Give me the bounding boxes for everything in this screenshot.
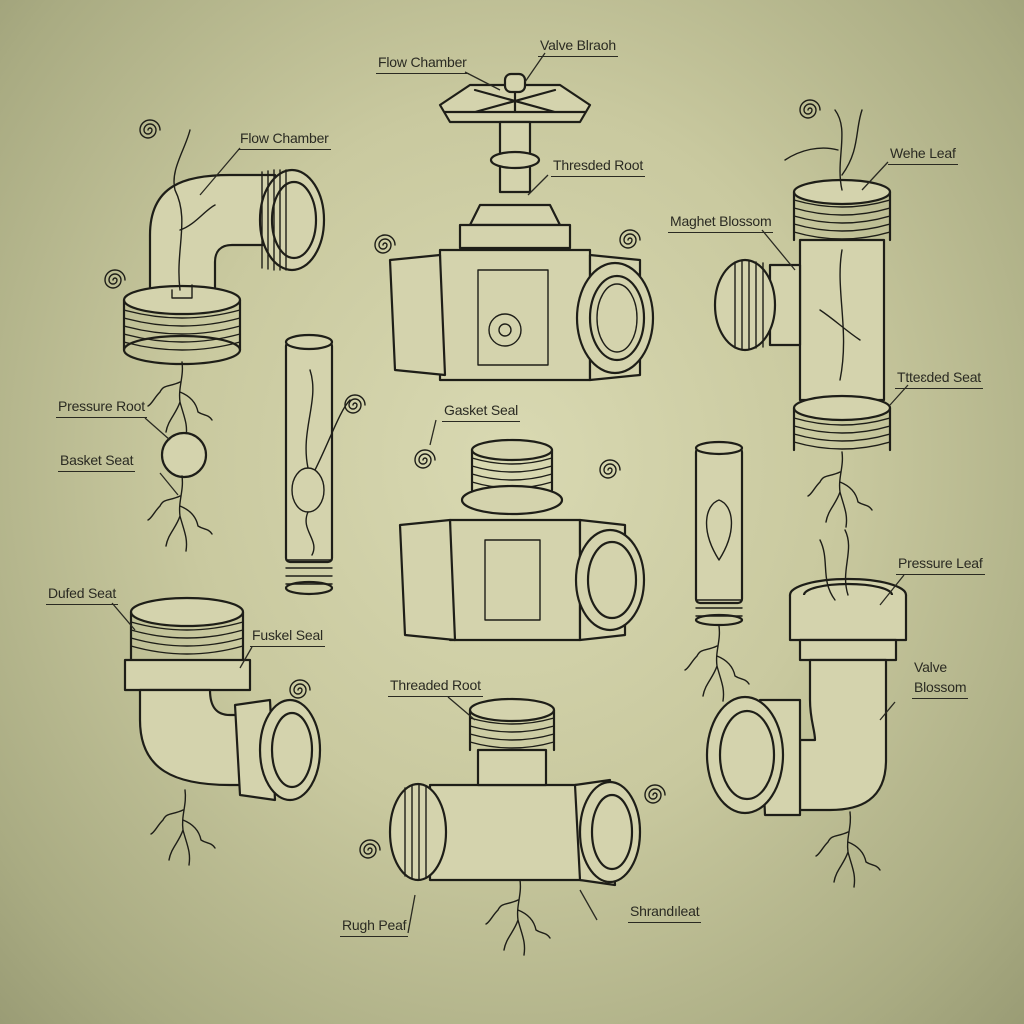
tee-top-right — [713, 99, 892, 528]
label-shrandleat: Shrandıleat — [628, 903, 702, 923]
label-pressure-root: Pressure Root — [56, 398, 147, 418]
label-flow-chamber-left: Flow Chamber — [238, 130, 331, 150]
label-valve-blossom-line1: Valve — [914, 659, 947, 675]
label-wehe-leaf: Wehe Leaf — [888, 145, 958, 165]
tee-bottom-center — [359, 697, 666, 956]
elbow-bottom-right — [705, 529, 908, 888]
label-gasket-seal: Gasket Seal — [442, 402, 521, 422]
tube-right — [684, 440, 750, 702]
union-center — [398, 438, 646, 642]
label-basket-seat: Basket Seat — [58, 452, 136, 472]
label-maghet-blossom: Maghet Blossom — [668, 213, 774, 233]
leader-lines — [111, 52, 909, 934]
gate-valve-top — [374, 72, 655, 382]
label-dufed-seat: Dufed Seat — [46, 585, 119, 605]
label-fuskel-seal: Fuskel Seal — [250, 627, 325, 647]
label-treeded-seat: Ttteɛded Seat — [895, 369, 983, 389]
label-valve-blossom-line2: Blossom — [912, 679, 969, 699]
label-threaded-root-top: Thresded Root — [551, 157, 646, 177]
label-valve-bloom: Valve Blraoh — [538, 37, 618, 57]
elbow-top-left — [104, 119, 326, 552]
label-pressure-leaf: Pressure Leaf — [896, 555, 985, 575]
label-rugh-peaf: Rugh Peaf — [340, 917, 409, 937]
label-flow-chamber-top: Flow Chamber — [376, 54, 469, 74]
elbow-bottom-left — [123, 596, 322, 866]
label-threaded-root-bottom: Threaded Root — [388, 677, 483, 697]
tube-left — [284, 333, 366, 596]
